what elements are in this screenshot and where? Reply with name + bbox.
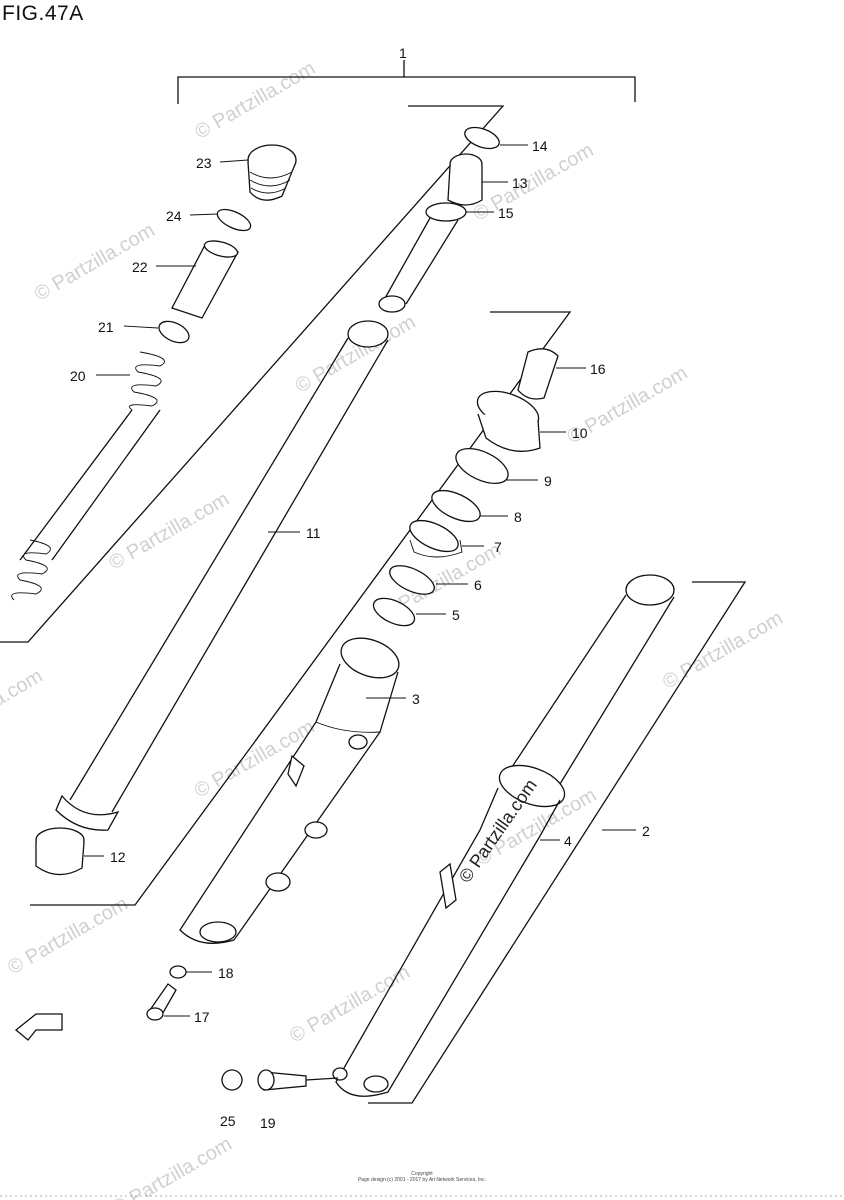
footer-line-1: Copyright [411, 1171, 433, 1177]
cap-part [221, 1069, 243, 1091]
panel-outline-middle [30, 311, 572, 906]
part-label-18: 18 [218, 965, 234, 981]
footer-copyright: Copyright Page design (c) 2001 - 2017 by… [0, 1171, 844, 1183]
part-labels: 1 2 3 4 5 6 7 8 9 10 11 12 13 14 15 16 1… [70, 45, 650, 1131]
damper-rod-part [378, 126, 500, 313]
watermark-text: © Partzilla.com [0, 665, 46, 751]
part-label-3: 3 [412, 691, 420, 707]
part-label-5: 5 [452, 607, 460, 623]
leader-lines [84, 144, 636, 1017]
watermark-text: © Partzilla.com [108, 1133, 236, 1200]
part-label-22: 22 [132, 259, 148, 275]
watermark-text: © Partzilla.com [286, 961, 414, 1047]
bolt-part [146, 983, 177, 1021]
part-label-14: 14 [532, 138, 548, 154]
part-label-9: 9 [544, 473, 552, 489]
part-label-21: 21 [98, 319, 114, 335]
part-label-20: 20 [70, 368, 86, 384]
fwd-text: FWD [36, 1019, 57, 1029]
footer-line-2: Page design (c) 2001 - 2017 by Ari Netwo… [357, 1177, 487, 1183]
part-label-16: 16 [590, 361, 606, 377]
bushing-part [35, 827, 85, 876]
watermark-text: © Partzilla.com [191, 57, 319, 143]
part-label-6: 6 [474, 577, 482, 593]
part-label-15: 15 [498, 205, 514, 221]
part-label-2: 2 [642, 823, 650, 839]
drain-bolt-part [257, 1069, 339, 1091]
cap-bolt-part [247, 144, 297, 201]
part-label-25: 25 [220, 1113, 236, 1129]
part-label-23: 23 [196, 155, 212, 171]
figure-title: FIG.47A [2, 2, 84, 25]
washer-part [158, 320, 190, 344]
panel-outline-right [368, 581, 747, 1104]
part-label-4: 4 [564, 833, 572, 849]
o-ring-part [216, 208, 252, 232]
watermark-text: © Partzilla.com [4, 893, 132, 979]
washer-part [169, 965, 187, 979]
spring-part [11, 351, 165, 601]
seal-stack-part [372, 348, 559, 627]
inner-tube-part [55, 320, 389, 831]
part-label-10: 10 [572, 425, 588, 441]
spacer-part [171, 240, 239, 319]
part-label-1: 1 [399, 45, 407, 61]
part-label-8: 8 [514, 509, 522, 525]
assembly-bracket [177, 76, 636, 104]
panel-outline-left [0, 105, 505, 643]
part-label-11: 11 [306, 525, 321, 541]
part-label-19: 19 [260, 1115, 276, 1131]
watermark-text: © Partzilla.com [191, 716, 319, 802]
outer-tube-left-part [179, 637, 400, 944]
watermark-text: © Partzilla.com [659, 607, 787, 693]
part-label-17: 17 [194, 1009, 210, 1025]
part-label-7: 7 [494, 539, 502, 555]
part-label-12: 12 [110, 849, 126, 865]
outer-tube-right-part [332, 574, 675, 1097]
part-label-13: 13 [512, 175, 528, 191]
part-label-24: 24 [166, 208, 182, 224]
fwd-arrow-icon: FWD [14, 1013, 63, 1041]
